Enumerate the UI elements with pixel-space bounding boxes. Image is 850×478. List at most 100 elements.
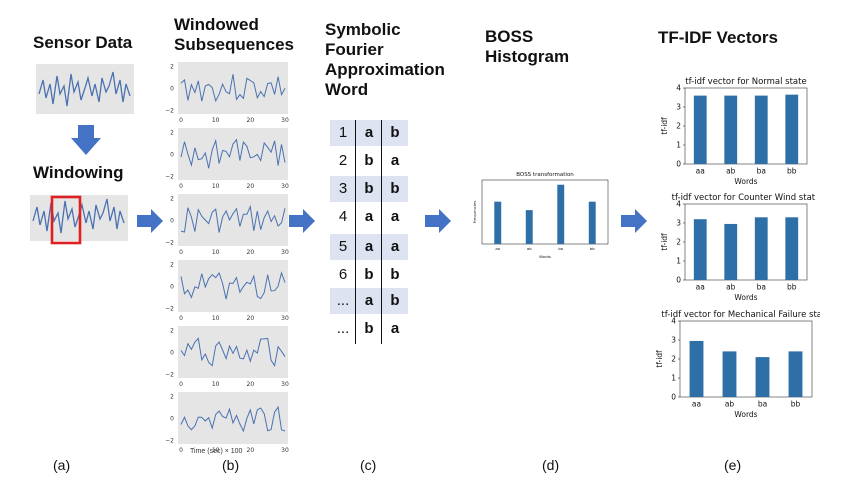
bar-bb [588,201,596,244]
heading-windowed-subsequences: Windowed Subsequences [174,15,294,54]
subsequence-trace [180,271,286,300]
sfa-index: 5 [338,238,348,255]
subsequence-x-tick: 30 [281,117,289,124]
x-tick-label: ab [726,167,736,176]
bar-ba [754,95,768,164]
x-axis-label: Words [539,254,551,259]
subsequence-x-tick: 0 [179,315,183,322]
x-axis-label: Words [734,177,757,186]
subsequence-y-tick: 2 [170,130,174,137]
subsequence-y-tick: 2 [170,262,174,269]
sfa-symbol-2: b [390,124,400,141]
sfa-row: 2 b a [330,148,408,174]
bar-ab [724,95,738,164]
subsequence-trace [180,138,286,169]
sfa-symbol-1: a [364,292,374,309]
subsequence-x-tick: 0 [179,117,183,124]
sfa-index: 4 [338,208,348,225]
sfa-index: 6 [338,266,348,283]
y-tick-label: 3 [671,336,676,345]
subsequence-x-tick: 10 [212,447,220,454]
x-tick-label: ab [726,283,736,292]
sfa-index: ... [336,320,350,337]
y-tick-label: 4 [676,200,681,209]
y-axis-label: tf-idf [660,233,669,251]
subsequence-x-tick: 0 [179,249,183,256]
x-tick-label: aa [696,283,705,292]
subsequence-x-tick: 10 [212,249,220,256]
subsequence-x-tick: 20 [247,447,255,454]
chart-title: tf-idf vector for Counter Wind state [672,193,815,203]
bar-aa [494,201,502,244]
subsequence-y-tick: 2 [170,196,174,203]
sfa-index: 3 [338,180,348,197]
tfidf-mechanical-failure-chart: tf-idf vector for Mechanical Failure sta… [655,310,820,419]
sfa-symbol-1: a [364,238,374,255]
y-tick-label: 4 [676,84,681,93]
chart-title: tf-idf vector for Normal state [685,77,806,87]
tfidf-counter-wind-chart: tf-idf vector for Counter Wind state0123… [660,193,815,302]
sfa-symbol-2: a [390,208,400,225]
window-highlight [50,195,82,245]
subsequence-x-tick: 0 [179,381,183,388]
y-tick-label: 2 [676,238,681,247]
sfa-index: 2 [338,152,348,169]
y-tick-label: 0 [671,393,676,402]
subsequence-y-tick: 2 [170,64,174,71]
subsequence-y-tick: −2 [165,174,174,181]
bar-ba [755,357,770,397]
sfa-symbol-1: a [364,124,374,141]
subsequence-x-tick: 10 [212,183,220,190]
x-tick-label: ab [527,246,532,251]
chart-title: tf-idf vector for Mechanical Failure sta… [661,310,820,320]
table-divider [381,120,382,344]
x-tick-label: bb [787,167,797,176]
subsequence-y-tick: −2 [165,438,174,445]
sfa-row: 5 a a [330,234,408,260]
subsequence-plot-bg [178,326,288,378]
subsequence-plot-bg [178,392,288,444]
subsequence-y-tick: 0 [170,86,174,93]
table-divider [355,120,356,344]
subsequence-x-tick: 20 [247,117,255,124]
sfa-symbol-2: b [390,180,400,197]
subsequence-y-tick: −2 [165,372,174,379]
sfa-table: 1 a b 2 b a 3 b b 4 a a 5 a a 6 b b ... … [330,120,408,344]
subsequence-x-tick: 30 [281,183,289,190]
sfa-index: 1 [338,124,348,141]
subsequence-y-tick: 0 [170,284,174,291]
x-tick-label: bb [787,283,797,292]
y-tick-label: 0 [676,160,681,169]
bar-ba [557,184,565,244]
subsequence-x-tick: 20 [247,249,255,256]
x-tick-label: ba [758,400,767,409]
plot-area [481,179,609,245]
subsequence-x-tick: 20 [247,381,255,388]
sfa-symbol-2: a [390,238,400,255]
sfa-row: 3 b b [330,176,408,202]
bar-aa [689,340,704,397]
subsequence-y-tick: 0 [170,218,174,225]
sfa-row: ... b a [330,316,408,342]
x-axis-label: Words [734,410,757,419]
down-arrow-icon [71,125,101,155]
heading-sensor-data: Sensor Data [33,33,133,52]
heading-tfidf-vectors: TF-IDF Vectors [658,28,778,47]
subsequence-y-tick: −2 [165,306,174,313]
subsequence-x-tick: 30 [281,249,289,256]
x-tick-label: ab [725,400,735,409]
bar-ab [722,351,737,397]
panel-label-c: (c) [360,457,377,473]
subsequence-x-tick: 0 [179,183,183,190]
right-arrow-icon [289,209,315,233]
chart-title: BOSS transformation [516,172,574,178]
y-tick-label: 0 [676,276,681,285]
sfa-row: 4 a a [330,204,408,230]
y-tick-label: 3 [676,219,681,228]
subsequence-y-tick: 2 [170,394,174,401]
x-tick-label: bb [590,246,595,251]
sfa-symbol-1: b [364,180,374,197]
heading-sfa-word: Symbolic Fourier Approximation Word [325,20,445,99]
sfa-symbol-2: a [390,320,400,337]
